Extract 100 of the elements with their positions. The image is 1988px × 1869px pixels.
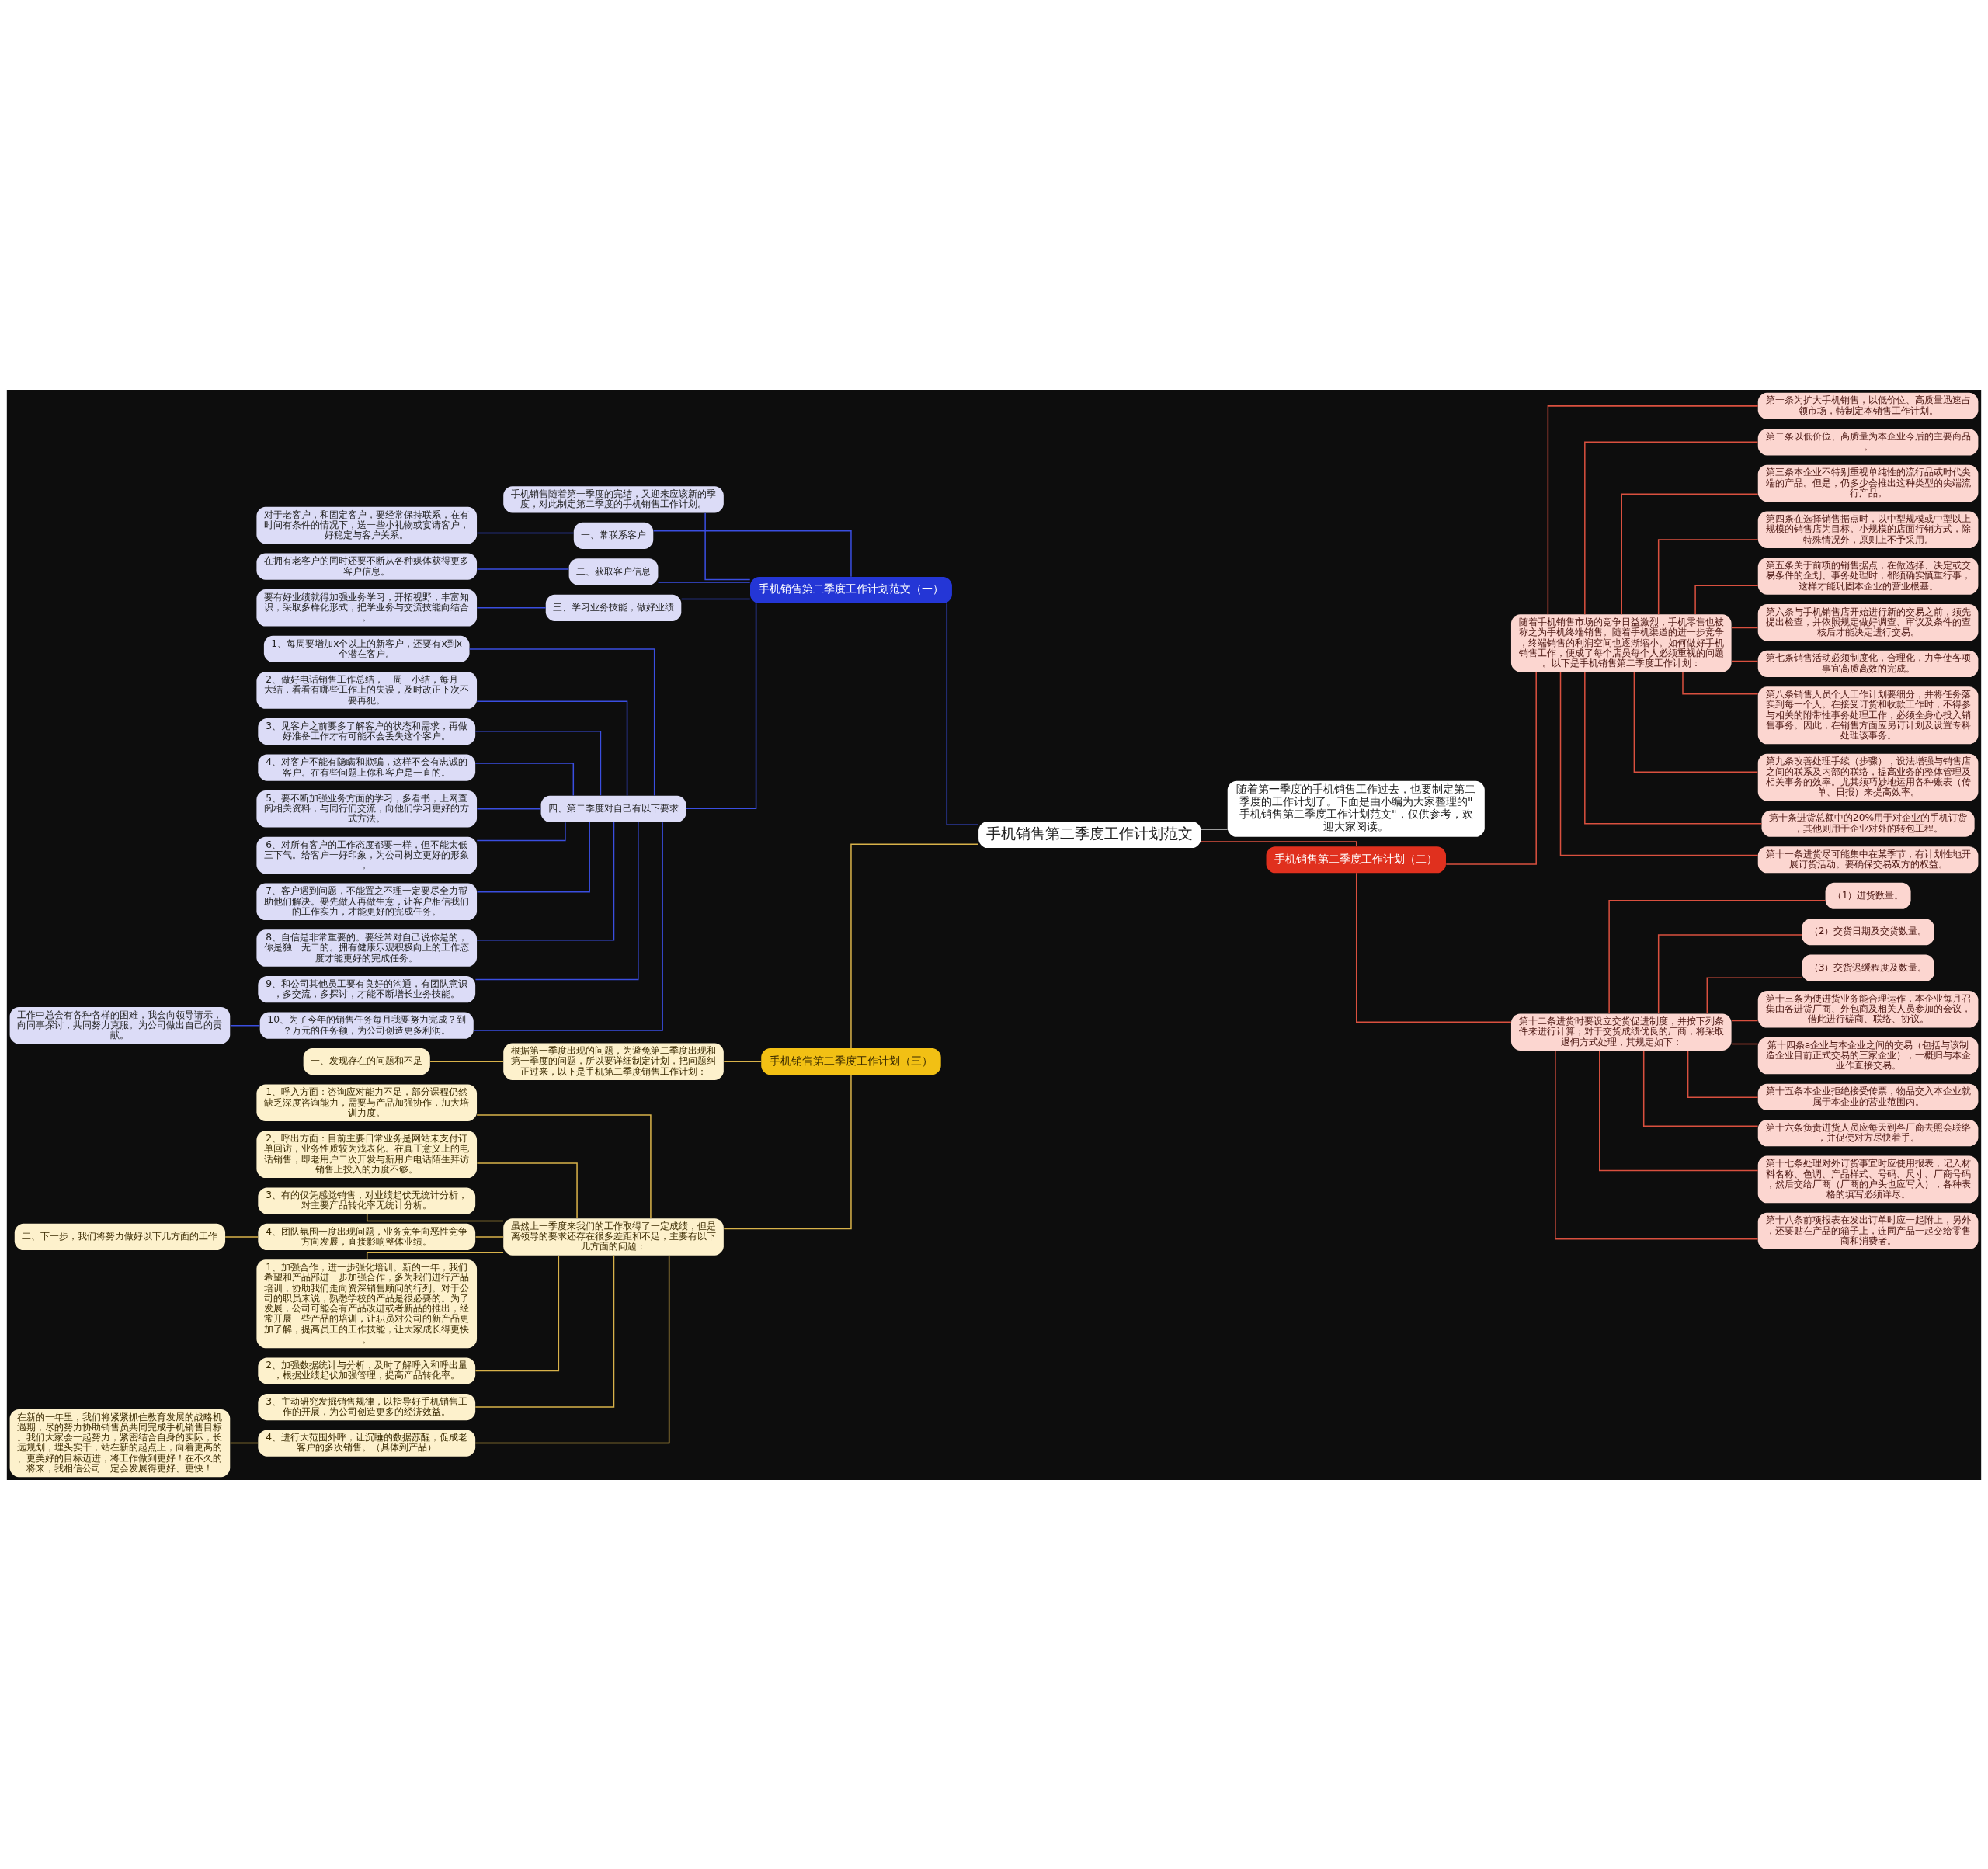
node-box: 第九条改善处理手续（步骤），设法增强与销售店之间的联系及内部的联络，提高业务的整体管理及相关事务的效率。尤其须巧妙地运用各种账表（传单、日报）来提高效率。 [1757, 753, 1979, 801]
connector [429, 1060, 504, 1062]
node-box: 第十三条为使进货业务能合理运作，本企业每月召集由各进货厂商、外包商及相关人员参加的会议，借此进行磋商、联络、协议。 [1757, 990, 1979, 1028]
connector [946, 602, 979, 825]
connector [723, 1074, 852, 1229]
connector [1657, 933, 1802, 1014]
node-box: 在新的一年里，我们将紧紧抓住教育发展的战略机遇期，尽的努力协助销售员共同完成手机销售目标。我们大家会一起努力，紧密结合自身的实际，长远规划，埋头实干，站在新的起点上，向着更高的、更美好的目标迈进，将工作做到更好！在不久的将来，我相信公司一定会发展得更好、更快！ [9, 1409, 231, 1477]
connector [1608, 899, 1826, 1014]
connector [652, 530, 852, 577]
connector [468, 648, 655, 796]
connector [1547, 405, 1759, 615]
connector [366, 1213, 504, 1221]
connector [1559, 671, 1759, 856]
connector [657, 581, 751, 583]
connector [1633, 671, 1759, 773]
node-box: 第六条与手机销售店开始进行新的交易之前，须先提出检查，并依照规定做好调查、审议及条件的查核后才能决定进行交易。 [1757, 603, 1979, 641]
connector [476, 568, 570, 570]
connector [1621, 492, 1759, 615]
node-box: 第十四条a企业与本企业之间的交易（包括与该制造企业目前正式交易的三家企业），一概归与本企业作直接交易。 [1757, 1037, 1979, 1074]
node-box: 5、要不断加强业务方面的学习，多看书，上网查阅相关资料，与同行们交流，向他们学习更好的方式方法。 [256, 790, 478, 827]
node-box: 手机销售第二季度工作计划（三） [761, 1047, 941, 1075]
node-box: 四、第二季度对自己有以下要求 [540, 795, 686, 822]
node-box: 随着手机销售市场的竞争日益激烈，手机零售也被称之为手机终端销售。随着手机渠道的进一步竞争，终端销售的利润空间也逐渐缩小。如何做好手机销售工作，便成了每个店员每个人必须重视的问题。以下是手机销售第二季度工作计划： [1510, 613, 1732, 672]
connector [476, 1113, 652, 1219]
node-box: 9、和公司其他员工要有良好的沟通，有团队意识，多交流，多探讨，才能不断增长业务技能。 [258, 975, 476, 1002]
connector [1599, 1050, 1759, 1171]
connector [476, 822, 566, 841]
node-box: 第二条以低价位、高质量为本企业今后的主要商品。 [1757, 428, 1979, 455]
node-box: 6、对所有客户的工作态度都要一样，但不能太低三下气。给客户一好印象，为公司树立更好的形象。 [256, 836, 478, 874]
node-box: 10、为了今年的销售任务每月我要努力完成？到？万元的任务额，为公司创造更多利润。 [259, 1012, 474, 1039]
connector [1555, 1050, 1759, 1240]
node-box: 1、呼入方面：咨询应对能力不足，部分课程仍然缺乏深度咨询能力，需要与产品加强协作，加大培训力度。 [256, 1084, 478, 1121]
node-box: 7、客户遇到问题，不能置之不理一定要尽全力帮助他们解决。要先做人再做生意，让客户相信我们的工作实力，才能更好的完成任务。 [256, 883, 478, 920]
connector [366, 1252, 504, 1260]
node-box: 2、呼出方面：目前主要日常业务是网站未支付订单回访，业务性质较为浅表化。在真正意义上的电话销售，即老用户二次开发与新用户电话陌生拜访销售上投入的力度不够。 [256, 1130, 478, 1178]
connector [474, 1254, 670, 1443]
node-box: 第十六条负责进货人员应每天到各厂商去照会联络，并促使对方尽快着手。 [1757, 1119, 1979, 1146]
connector [474, 762, 575, 796]
connector [476, 532, 575, 533]
node-box: （2）交货日期及交货数量。 [1802, 918, 1934, 945]
node-box: 第十二条进货时要设立交货促进制度，并按下列条件来进行计算；对于交货成绩优良的厂商，将采取退佣方式处理，其规定如下： [1510, 1013, 1732, 1051]
node-box: 一、常联系客户 [573, 522, 654, 549]
connector [1706, 977, 1802, 1014]
node-box: 第五条关于前项的销售据点，在做选择、决定或交易条件的企划、事务处理时，都须确实慎重行事，这样才能巩固本企业的营业根基。 [1757, 557, 1979, 595]
node-box: 第十八条前项报表在发出订单时应一起附上，另外，还要贴在产品的箱子上，连同产品一起交给零售商和消费者。 [1757, 1212, 1979, 1249]
connector [229, 1442, 259, 1443]
node-box: 2、做好电话销售工作总结，一周一小结，每月一大结，看看有哪些工作上的失误，及时改正下次不要再犯。 [256, 671, 478, 709]
node-box: 二、获取客户信息 [568, 558, 659, 585]
connector [1201, 828, 1229, 830]
connector [474, 821, 639, 980]
node-box: 4、进行大范围外呼，让沉睡的数据苏醒，促成老客户的多次销售。（具体到产品） [258, 1430, 476, 1457]
node-box: 第十五条本企业拒绝接受传票，物品交入本企业就属于本企业的营业范围内。 [1757, 1083, 1979, 1110]
connector [224, 1235, 259, 1238]
node-box: 手机销售随着第一季度的完结，又迎来应该新的季度，对此制定第二季度的手机销售工作计划。 [503, 485, 724, 512]
connector [1356, 872, 1512, 1023]
node-box: 要有好业绩就得加强业务学习，开拓视野，丰富知识，采取多样化形式，把学业务与交流技能向结合。 [256, 589, 478, 626]
node-box: 三、学习业务技能，做好业绩 [545, 594, 682, 621]
node-box: 1、每周要增加x个以上的新客户，还要有x到x个潜在客户。 [263, 635, 470, 662]
node-box: 一、发现存在的问题和不足 [303, 1047, 430, 1075]
connector [1642, 1049, 1759, 1127]
node-box: 3、主动研究发掘销售规律，以指导好手机销售工作的开展，为公司创造更多的经济效益。 [258, 1393, 476, 1420]
node-box: 在拥有老客户的同时还要不断从各种媒体获得更多客户信息。 [256, 553, 478, 580]
node-box: 工作中总会有各种各样的困难，我会向领导请示，向同事探讨，共同努力克服。为公司做出自己的贡献。 [9, 1006, 231, 1044]
connector [1731, 1020, 1759, 1021]
node-box: 第十一条进货尽可能集中在某季节，有计划性地开展订货活动。要确保交易双方的权益。 [1757, 846, 1979, 873]
connector [476, 821, 615, 940]
connector [474, 1254, 560, 1371]
node-box: 对于老客户，和固定客户，要经常保持联系，在有时间有条件的情况下，送一些小礼物或宴请客户，好稳定与客户关系。 [256, 506, 478, 544]
connector [1584, 671, 1763, 824]
node-box: 第三条本企业不特别重视单纯性的流行品或时代尖端的产品。但是，仍多少会推出这种类型的尖端流行产品。 [1757, 464, 1979, 502]
connector [229, 1024, 261, 1026]
connector [704, 512, 751, 580]
node-box: 虽然上一季度来我们的工作取得了一定成绩，但是离领导的要求还存在很多差距和不足，主要有以下几方面的问题： [503, 1218, 724, 1256]
connector [723, 1060, 762, 1062]
connector [476, 808, 542, 810]
connector [474, 730, 602, 796]
connector [476, 1162, 578, 1219]
connector [476, 606, 547, 609]
node-box: 手机销售第二季度工作计划（二） [1266, 846, 1446, 873]
node-box: 4、对客户不能有隐瞒和欺骗，这样不会有忠诚的客户。在有些问题上你和客户是一直的。 [258, 754, 476, 781]
node-box: 1、加强合作，进一步强化培训。新的一年，我们希望和产品部进一步加强合作，多为我们进行产品培训，协助我们走向资深销售顾问的行列。对于公司的职员来说，熟悉学校的产品是很必要的。为了发展，公司可能会有产品改进或者新品的推出，经常开展一些产品的培训，让职员对公司的新产品更加了解，提高员工的工作技能，让大家成长得更快。 [256, 1259, 478, 1348]
node-box: 3、有的仅凭感觉销售，对业绩起伏无统计分析，对主要产品转化率无统计分析。 [258, 1186, 476, 1214]
node-box: 根据第一季度出现的问题，为避免第二季度出现和第一季度的问题，所以要详细制定计划，把问题纠正过来，以下是手机第二季度销售工作计划： [503, 1042, 724, 1080]
node-box: 第十七条处理对外订货事宜时应使用报表，记入材料名称、色调、产品样式、号码、尺寸、厂商号码，然后交给厂商（厂商的户头也应写入），各种表格的填写必须详尽。 [1757, 1155, 1979, 1203]
connector [476, 821, 590, 892]
node-box: 第四条在选择销售据点时，以中型规模或中型以上规模的销售店为目标。小规模的店面行销方式，除特殊情况外，原则上不予采用。 [1757, 511, 1979, 548]
connector [850, 843, 979, 1049]
node-box: （1）进货数量。 [1825, 882, 1911, 909]
node-box: （3）交货迟缓程度及数量。 [1802, 954, 1934, 981]
node-box: 二、下一步，我们将努力做好以下几方面的工作 [14, 1223, 226, 1250]
connector [685, 602, 757, 809]
connector [1584, 441, 1759, 615]
node-box: 第八条销售人员个人工作计划要细分，并将任务落实到每一个人。在接受订货和收款工作时，不得参与相关的附带性事务处理工作，必须全身心投入销售事务。因此，在销售方面应另订计划及设置专科处理该事务。 [1757, 686, 1979, 744]
connector [1731, 1043, 1759, 1044]
connector [473, 821, 663, 1031]
connector [1445, 671, 1537, 865]
node-box: 随着第一季度的手机销售工作过去，也要制定第二季度的工作计划了。下面是由小编为大家整理的"手机销售第二季度工作计划范文"，仅供参考，欢迎大家阅读。 [1227, 780, 1485, 837]
connector [1694, 585, 1759, 615]
node-box: 3、见客户之前要多了解客户的状态和需求，再做好准备工作才有可能不会丢失这个客户。 [258, 717, 476, 745]
connector [1657, 538, 1759, 615]
